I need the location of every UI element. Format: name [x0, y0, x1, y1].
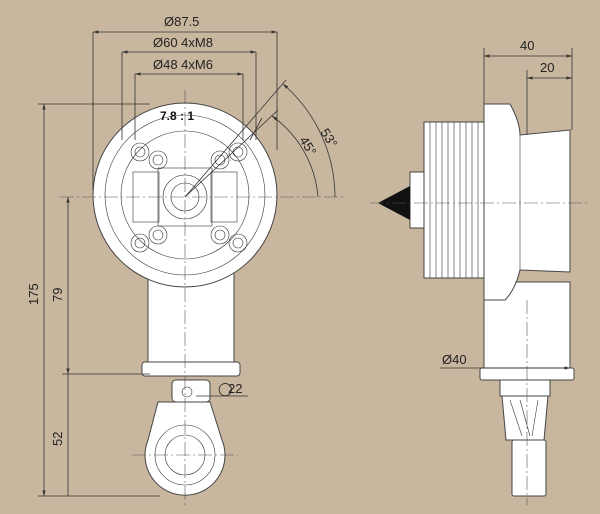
dim-175-label: 175 — [26, 283, 41, 305]
side-housing — [483, 103, 571, 301]
dim-60-label: Ø60 4xM8 — [153, 35, 213, 50]
dim-52-label: 52 — [50, 432, 65, 446]
dim-40-label: 40 — [520, 38, 534, 53]
side-coupling — [499, 379, 551, 397]
side-dimensions: 40 20 Ø40 — [440, 38, 573, 370]
side-hub — [409, 171, 425, 229]
dim-20-label: 20 — [540, 60, 554, 75]
dim-79-label: 79 — [50, 288, 65, 302]
side-view — [370, 103, 590, 505]
dim-87-5-label: Ø87.5 — [164, 14, 199, 29]
angle-53-label: 53° — [317, 126, 340, 151]
angle-45-label: 45° — [296, 134, 319, 159]
gear-ratio-label: 7.8 : 1 — [160, 109, 194, 123]
front-view — [60, 90, 345, 505]
dim-48-label: Ø48 4xM6 — [153, 57, 213, 72]
drum-fins — [429, 122, 479, 278]
hex-coupling — [171, 379, 211, 403]
hex-symbol-icon: ◯ — [218, 381, 233, 397]
hex-22-label: 22 — [228, 381, 242, 396]
dim-dia-40-label: Ø40 — [442, 352, 467, 367]
bolt-holes — [130, 142, 248, 253]
neck-collar — [141, 361, 241, 377]
side-shaft — [511, 439, 547, 497]
